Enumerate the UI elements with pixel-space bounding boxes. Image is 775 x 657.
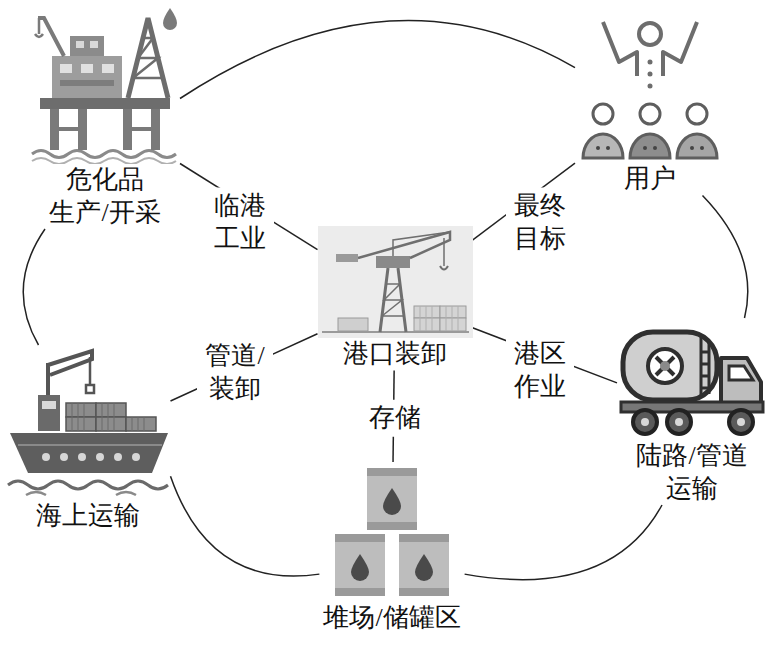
node-caption: 港口装卸	[339, 338, 451, 371]
storage-node: 堆场/储罐区	[319, 462, 464, 635]
cycle-arc	[23, 229, 45, 345]
edge-label: 管道/ 装卸	[197, 338, 273, 407]
node-caption: 海上运输	[32, 500, 144, 533]
node-caption: 用户	[620, 163, 680, 196]
edge-label: 最终 目标	[506, 188, 574, 257]
edge-label: 存储	[366, 400, 424, 437]
node-illustration	[30, 4, 180, 164]
land-transport-node: 陆路/管道 运输	[617, 318, 767, 505]
node-illustration	[575, 18, 725, 163]
port-node: 港口装卸	[318, 226, 473, 371]
cargo-ship-icon	[6, 345, 171, 500]
user-group-icon	[575, 18, 725, 163]
node-illustration	[6, 345, 171, 500]
node-caption: 堆场/储罐区	[319, 602, 464, 635]
production-node: 危化品 生产/开采	[30, 4, 180, 229]
edge-label: 临港 工业	[206, 188, 274, 257]
node-illustration	[318, 226, 473, 338]
node-caption: 危化品 生产/开采	[35, 164, 175, 229]
oil-rig-icon	[30, 4, 180, 164]
port-crane-icon	[318, 226, 473, 338]
node-caption: 陆路/管道 运输	[620, 440, 764, 505]
cycle-arc	[703, 196, 748, 319]
cycle-arc	[465, 505, 662, 580]
tanker-truck-icon	[617, 318, 767, 440]
node-illustration	[617, 318, 767, 440]
user-node: 用户	[575, 18, 725, 196]
node-illustration	[327, 462, 457, 602]
storage-barrels-icon	[327, 462, 457, 602]
edge-label: 港区 作业	[506, 336, 574, 405]
cycle-arc	[171, 476, 320, 576]
sea-transport-node: 海上运输	[6, 345, 171, 533]
cycle-arc	[180, 21, 575, 99]
